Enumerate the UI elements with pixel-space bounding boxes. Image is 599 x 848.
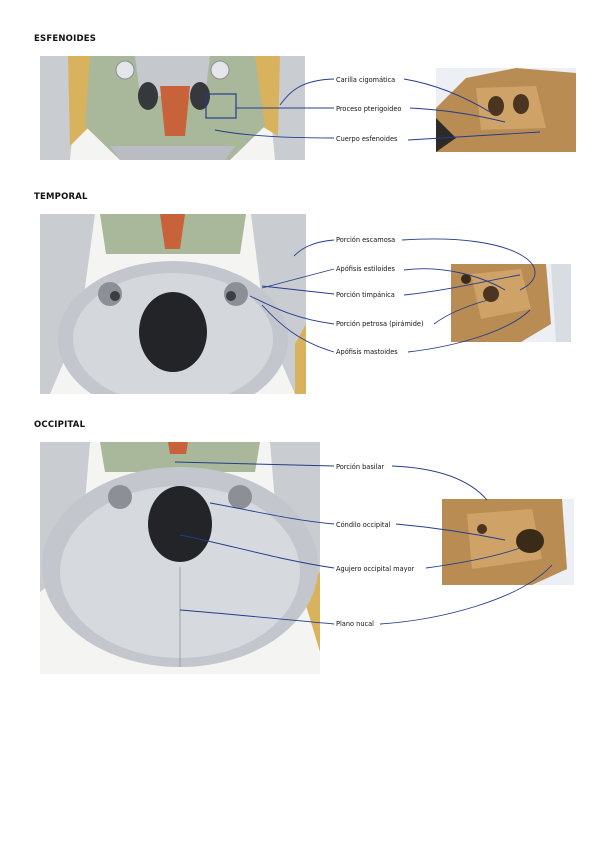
leader-mastoides-photo xyxy=(407,309,531,353)
label-proceso-pterigoideo: Proceso pterigoideo xyxy=(336,105,402,113)
leader-carilla-illus xyxy=(279,78,335,106)
leader-condilo-photo xyxy=(395,523,506,541)
label-apofisis-mastoides: Apófisis mastoides xyxy=(336,348,398,356)
sphenoid-illustration xyxy=(40,56,305,160)
leader-escamosa-photo xyxy=(401,238,536,291)
leader-proceso-photo xyxy=(409,107,506,123)
temporal-illustration xyxy=(40,214,306,394)
section-title-occipital: OCCIPITAL xyxy=(34,420,86,430)
section-title-esfenoides: ESFENOIDES xyxy=(34,34,97,44)
leader-plano-photo xyxy=(379,564,553,625)
leader-condilo-illus xyxy=(209,502,335,525)
label-agujero-occipital-mayor: Agujero occipital mayor xyxy=(336,565,415,573)
label-porcion-petrosa: Porción petrosa (pirámide) xyxy=(336,320,424,328)
occipital-photo xyxy=(442,499,574,585)
label-porcion-escamosa: Porción escamosa xyxy=(336,236,396,244)
label-apofisis-estiloides: Apófisis estiloides xyxy=(336,265,395,273)
leader-mastoides-illus xyxy=(261,304,335,353)
leader-timpanica-illus xyxy=(261,285,335,295)
leader-plano-illus xyxy=(179,609,335,625)
label-plano-nucal: Plano nucal xyxy=(336,620,375,628)
label-cuerpo-esfenoides: Cuerpo esfenoides xyxy=(336,135,398,143)
leader-carilla-photo xyxy=(403,78,491,113)
leader-estiloides-illus xyxy=(261,268,335,289)
leader-estiloides-photo xyxy=(403,268,506,291)
leader-cuerpo-photo xyxy=(407,131,541,141)
leader-escamosa-illus xyxy=(293,239,335,257)
leader-petrosa-illus xyxy=(249,295,335,325)
label-porcion-basilar: Porción basilar xyxy=(336,463,385,471)
label-carilla-cigomatica: Carilla cigomática xyxy=(336,76,396,84)
label-porcion-timpanica: Porción timpánica xyxy=(336,291,395,299)
section-title-temporal: TEMPORAL xyxy=(34,192,88,202)
leader-basilar-illus xyxy=(174,461,335,467)
leader-petrosa-photo xyxy=(433,299,489,325)
sphenoid-photo xyxy=(436,68,576,152)
leader-cuerpo-illus xyxy=(214,129,335,139)
leader-timpanica-photo xyxy=(403,274,521,296)
leader-basilar-photo xyxy=(391,465,488,501)
leader-agujero-illus xyxy=(179,534,335,569)
leader-agujero-photo xyxy=(425,547,521,569)
label-condilo-occipital: Cóndilo occipital xyxy=(336,521,391,529)
